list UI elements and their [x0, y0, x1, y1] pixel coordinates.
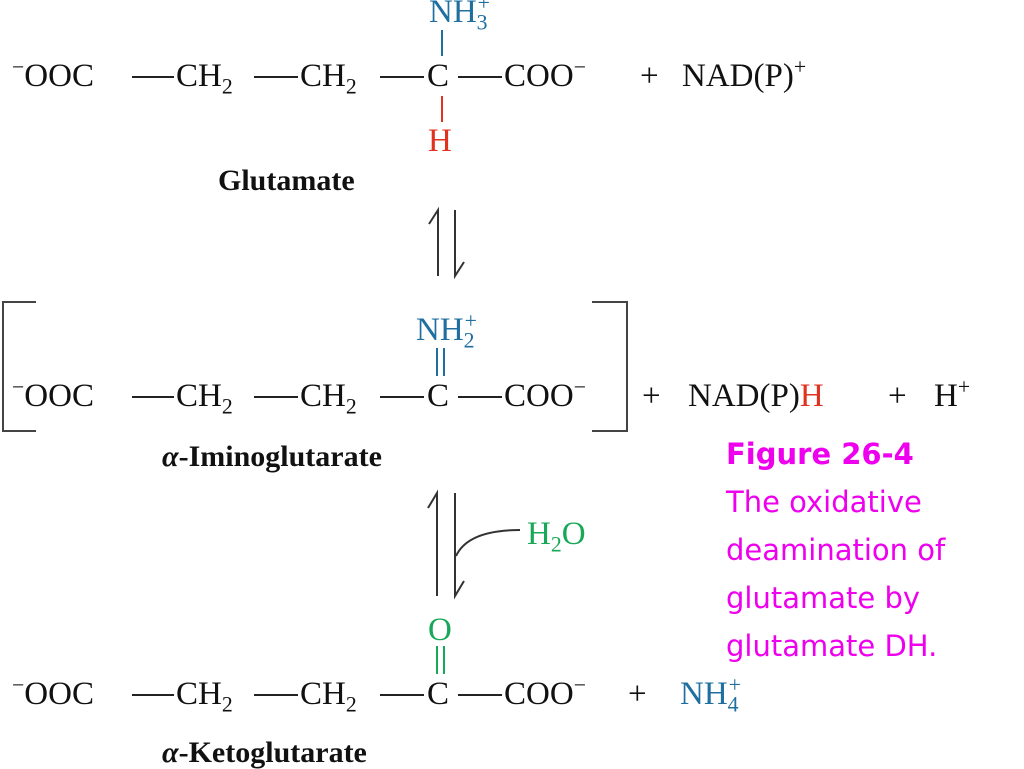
carboxylate-right: COO−: [504, 375, 586, 414]
bond-4: [458, 76, 502, 78]
alpha-carbon: C: [427, 378, 450, 414]
carboxylate-left: −OOC: [12, 375, 94, 414]
bond-3: [380, 396, 424, 398]
methylene-2: CH2: [300, 58, 357, 99]
carboxylate-right: COO−: [504, 55, 586, 94]
alpha-hydrogen: H: [428, 123, 452, 159]
compound-name-ketoglutarate: α-Ketoglutarate: [162, 736, 367, 769]
compound-name-iminoglutarate: α-Iminoglutarate: [162, 440, 382, 473]
bond-3: [380, 76, 424, 78]
imino-group-nh2: NH2+: [416, 309, 477, 353]
cofactor-nadp: NAD(P)+: [682, 55, 807, 94]
bond-c-n: [441, 30, 443, 56]
plus-sign-1: +: [642, 378, 661, 414]
bond-1: [132, 396, 174, 398]
figure-caption: Figure 26-4 The oxidative deamination of…: [726, 430, 1021, 670]
keto-oxygen: O: [428, 612, 452, 648]
bracket-right: [592, 301, 628, 432]
equilibrium-arrow-1: [428, 206, 465, 280]
caption-title: Figure 26-4: [726, 437, 914, 471]
caption-line-1: The oxidative: [726, 485, 922, 519]
methylene-1: CH2: [176, 378, 233, 419]
plus-sign: +: [640, 58, 659, 94]
bond-2: [254, 694, 298, 696]
equilibrium-arrow-2: [427, 489, 465, 600]
carboxylate-right: COO−: [504, 673, 586, 712]
plus-sign-2: +: [888, 378, 907, 414]
cofactor-nadph: NAD(P)H: [688, 378, 824, 414]
caption-line-3: glutamate by: [726, 581, 921, 615]
bond-2: [254, 76, 298, 78]
proton: H+: [934, 375, 971, 414]
bond-c-h: [441, 96, 443, 122]
methylene-2: CH2: [300, 378, 357, 419]
plus-sign: +: [628, 676, 647, 712]
caption-line-4: glutamate DH.: [726, 629, 938, 663]
alpha-carbon: C: [427, 58, 450, 94]
methylene-1: CH2: [176, 676, 233, 717]
compound-name-glutamate: Glutamate: [218, 164, 355, 197]
caption-line-2: deamination of: [726, 533, 946, 567]
double-bond-c-o: [436, 646, 445, 674]
bond-4: [458, 396, 502, 398]
alpha-carbon: C: [427, 676, 450, 712]
bracket-left: [2, 301, 36, 432]
carboxylate-left: −OOC: [12, 673, 94, 712]
methylene-2: CH2: [300, 676, 357, 717]
bond-3: [380, 694, 424, 696]
bond-1: [132, 76, 174, 78]
amino-group-nh3: NH3+: [429, 0, 490, 35]
bond-2: [254, 396, 298, 398]
bond-1: [132, 694, 174, 696]
methylene-1: CH2: [176, 58, 233, 99]
bond-4: [458, 694, 502, 696]
double-bond-c-n: [436, 348, 445, 376]
ammonium-ion: NH4+: [680, 673, 741, 717]
carboxylate-left: −OOC: [12, 55, 94, 94]
water-molecule: H2O: [527, 516, 586, 557]
water-curve: [455, 529, 521, 557]
